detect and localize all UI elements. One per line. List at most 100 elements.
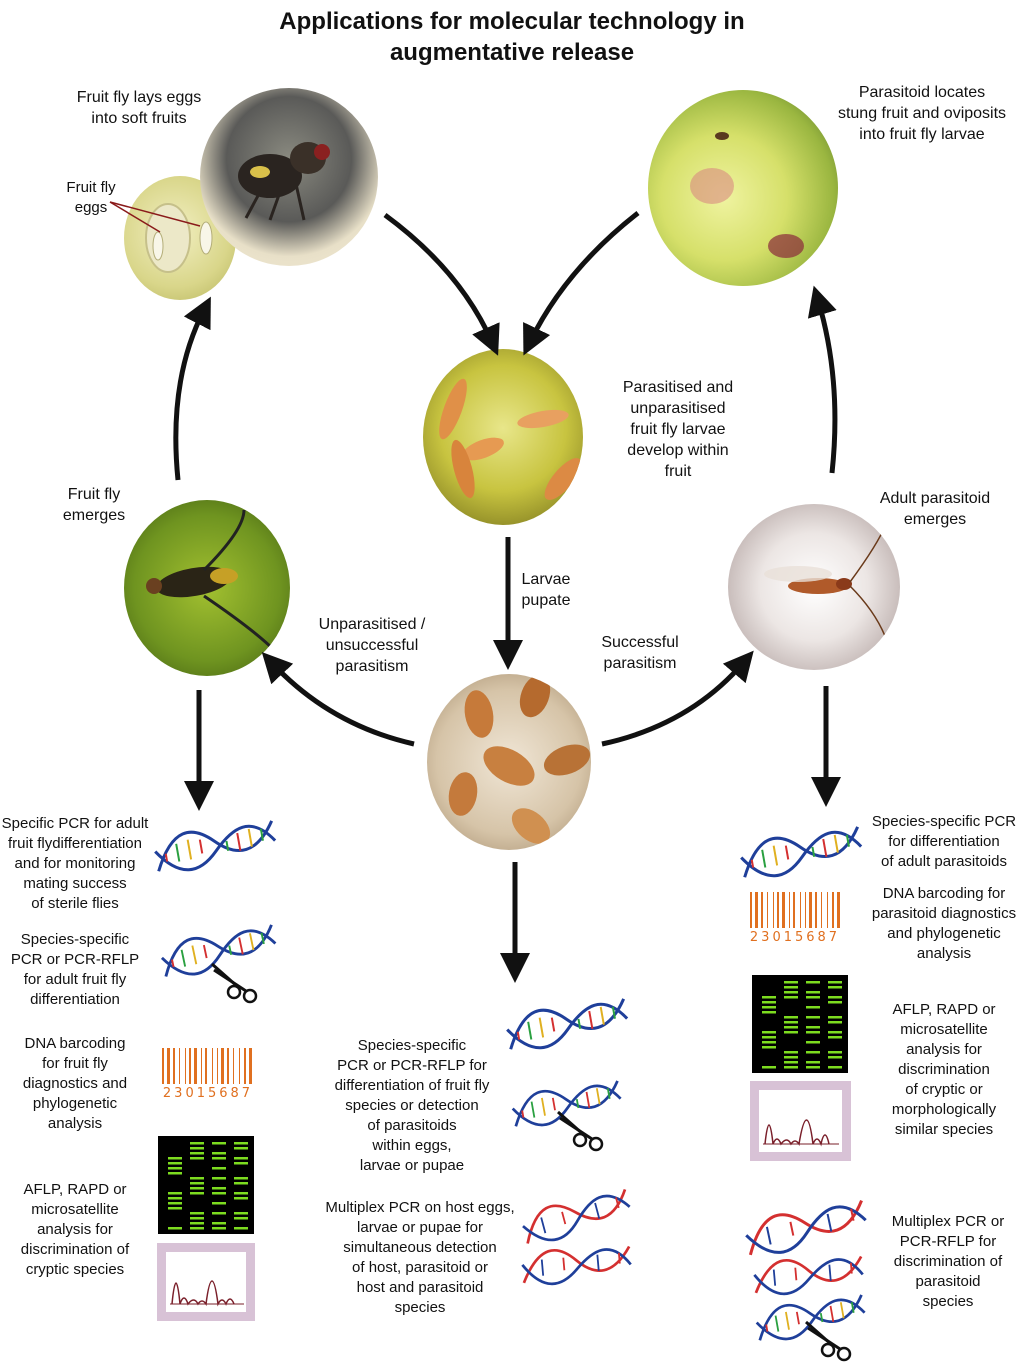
label-line: fruit flydifferentiation	[8, 835, 142, 852]
label-line: emerges	[62, 507, 126, 524]
label-line: discrimination	[898, 1061, 990, 1078]
label-line: analysis for	[37, 1221, 113, 1238]
dna-helix-icon	[742, 1196, 871, 1261]
gel-icon-right	[752, 975, 848, 1073]
center-method-pcr-rflp: Species-specific PCR or PCR-RFLP for dif…	[322, 1036, 502, 1176]
label-line: cryptic species	[25, 1261, 125, 1278]
label-line: species or detection	[345, 1097, 479, 1114]
chromatogram-trace	[763, 1119, 839, 1147]
label-line: Larvae	[521, 571, 571, 588]
label-line: Parasitised and	[622, 379, 734, 396]
label-unparasitised: Unparasitised / unsuccessful parasitism	[302, 614, 442, 677]
egg-pointer-2	[109, 201, 201, 227]
right-method-barcoding: DNA barcoding for parasitoid diagnostics…	[866, 884, 1022, 964]
label-line: of sterile flies	[31, 895, 119, 912]
scissors-icon	[210, 962, 258, 1004]
label-line: species	[394, 1299, 446, 1316]
scissors-icon	[556, 1110, 604, 1152]
label-line: DNA barcoding for	[882, 885, 1006, 902]
chromatogram-icon-right	[750, 1081, 851, 1161]
title-line-1: Applications for molecular technology in	[279, 8, 745, 35]
label-line: Specific PCR for adult	[1, 815, 149, 832]
label-line: discrimination of	[20, 1241, 130, 1258]
label-line: AFLP, RAPD or	[23, 1181, 127, 1198]
label-line: Successful	[601, 634, 679, 651]
dna-helix-icon	[737, 822, 866, 883]
label-line: within eggs,	[372, 1137, 452, 1154]
adult-fly-illustration	[146, 509, 276, 652]
label-line: Multiplex PCR on host eggs,	[325, 1199, 515, 1216]
label-line: of cryptic or	[905, 1081, 983, 1098]
parasitoid-on-fruit-photo	[648, 90, 838, 286]
label-line: eggs	[74, 199, 108, 216]
label-line: DNA barcoding	[24, 1035, 126, 1052]
label-line: analysis	[47, 1115, 103, 1132]
larvae-illustration	[439, 378, 582, 500]
arrow-fly-to-eggs	[173, 296, 211, 481]
label-line: and for monitoring	[14, 855, 136, 872]
label-line: parasitoid	[915, 1273, 981, 1290]
label-line: morphologically	[891, 1101, 997, 1118]
left-method-aflp: AFLP, RAPD or microsatellite analysis fo…	[8, 1180, 142, 1280]
label-parasitoid-locates: Parasitoid locates stung fruit and ovipo…	[820, 82, 1024, 145]
label-line: larvae or pupae	[359, 1157, 465, 1174]
label-line: unsuccessful	[325, 637, 419, 654]
dna-helix-icon	[753, 1290, 869, 1346]
fly-illustration	[238, 142, 330, 221]
label-line: parasitism	[603, 655, 677, 672]
arrow-pupae-to-fly	[261, 652, 415, 747]
label-fly-emerges: Fruit fly emerges	[52, 484, 136, 526]
label-line: simultaneous detection	[343, 1239, 497, 1256]
gel-bands	[168, 1142, 248, 1230]
label-line: AFLP, RAPD or	[892, 1001, 996, 1018]
label-line: Species-specific	[20, 931, 130, 948]
label-line: larvae or pupae for	[357, 1219, 483, 1236]
label-line: of host, parasitoid or	[352, 1259, 488, 1276]
dna-helix-icon	[519, 1242, 634, 1288]
label-line: unparasitised	[630, 400, 726, 417]
label-eggs: Fruit fly eggs	[60, 178, 122, 218]
label-line: differentiation of fruit fly	[334, 1077, 490, 1094]
label-line: fruit	[664, 463, 692, 480]
label-line: Fruit fly	[66, 179, 116, 196]
dna-helix-icon	[518, 1185, 635, 1249]
center-method-multiplex: Multiplex PCR on host eggs, larvae or pu…	[320, 1198, 520, 1318]
label-line: microsatellite	[31, 1201, 119, 1218]
label-line: Fruit fly lays eggs	[76, 89, 202, 106]
right-method-specific-pcr: Species-specific PCR for differentiation…	[868, 812, 1020, 872]
label-line: similar species	[894, 1121, 994, 1138]
left-method-barcoding: DNA barcoding for fruit fly diagnostics …	[12, 1034, 138, 1134]
arrow-parasitoid-to-fruit	[807, 285, 838, 474]
label-line: parasitism	[335, 658, 409, 675]
label-line: into soft fruits	[91, 110, 187, 127]
chromatogram-icon-left	[157, 1243, 255, 1321]
label-line: analysis	[916, 945, 972, 962]
arrow-parasitoid-to-larvae	[523, 211, 640, 356]
label-line: Adult parasitoid	[879, 490, 991, 507]
chromatogram-panel	[759, 1090, 842, 1152]
label-line: fruit fly larvae	[630, 421, 726, 438]
label-line: parasitoid diagnostics	[871, 905, 1017, 922]
label-line: host and parasitoid	[356, 1279, 484, 1296]
larvae-photo	[423, 349, 583, 525]
arrow-pupae-to-parasitoid	[601, 650, 754, 747]
label-line: PCR or PCR-RFLP	[10, 951, 140, 968]
label-line: for adult fruit fly	[23, 971, 127, 988]
label-line: Species-specific PCR	[871, 813, 1017, 830]
dna-helix-icon	[151, 816, 280, 877]
label-line: of parasitoids	[367, 1117, 457, 1134]
adult-fruit-fly-photo	[124, 500, 290, 676]
label-line: emerges	[903, 511, 967, 528]
egg-pointer-1	[109, 201, 161, 233]
barcode-bars	[162, 1048, 252, 1084]
label-line: Multiplex PCR or	[891, 1213, 1005, 1230]
label-lays-eggs: Fruit fly lays eggs into soft fruits	[64, 87, 214, 129]
adult-parasitoid-photo	[728, 504, 900, 670]
label-line: Species-specific	[357, 1037, 467, 1054]
fruit-fly-ovipositing-photo	[200, 88, 378, 266]
label-line: of adult parasitoids	[881, 853, 1007, 870]
left-method-specific-pcr: Specific PCR for adult fruit flydifferen…	[0, 814, 150, 914]
label-line: Unparasitised /	[318, 616, 426, 633]
dna-helix-icon	[751, 1252, 866, 1298]
